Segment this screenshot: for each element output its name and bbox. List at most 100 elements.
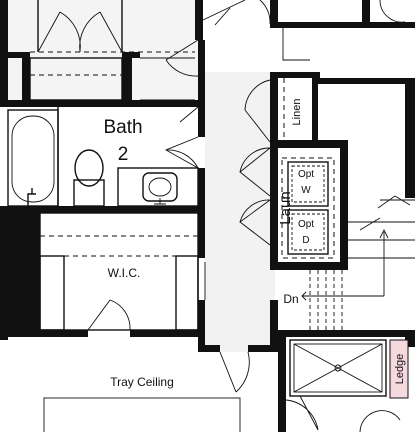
shower-drain-icon (334, 364, 342, 372)
top-right-door-swing (379, 0, 406, 23)
label-opt-d-top: Opt (298, 219, 314, 230)
wall-left-lower (0, 210, 40, 330)
toilet-tank (73, 179, 105, 207)
dryer-inner (291, 213, 325, 251)
laundry-appliance-zone (281, 157, 335, 259)
wall-top-right (278, 22, 415, 28)
wall-top-right-post (362, 0, 370, 28)
wall-hall-left-upper (198, 40, 205, 100)
stair-down-arrow-icon (301, 291, 307, 301)
closet-door-swing-left (37, 11, 81, 53)
room-label-laundry: Laun (277, 191, 294, 224)
wall-hall-left-c (198, 300, 205, 350)
shower: Ledge (285, 339, 409, 432)
wall-shower-left (278, 337, 286, 432)
wic-shelf-right (175, 255, 199, 331)
hall-door-bottom (219, 351, 250, 393)
wall-closet-right-cap (132, 52, 140, 58)
wall-hall-right-lower (270, 300, 278, 352)
label-opt-d-bottom: D (302, 235, 309, 246)
wall-linen-top (278, 72, 320, 78)
hall-door-top (165, 39, 199, 77)
wall-laundry-bottom (270, 262, 348, 270)
wall-shower-right-cap (405, 337, 415, 347)
closet-door-swing-right (79, 11, 123, 53)
shower-pan (293, 343, 383, 393)
bedroom-tray-ceiling: Tray Ceiling (43, 375, 241, 432)
wall-bath-bottom (0, 206, 205, 213)
linen-closet: Linen (283, 78, 303, 140)
stairs: Dn (283, 195, 415, 330)
room-label-bath-number: 2 (118, 144, 129, 165)
closet-floor (8, 0, 203, 100)
hallway-floor (205, 72, 275, 352)
label-stair-down: Dn (283, 292, 298, 306)
top-right-partials (282, 0, 406, 61)
bath-2: Bath 2 (7, 106, 199, 207)
ledge-area (389, 339, 409, 399)
wall-left-upper (0, 0, 8, 105)
wall-top-center (195, 0, 203, 40)
wall-hall-bottom-right (248, 345, 278, 352)
closet-side-lines (140, 57, 195, 101)
wall-closet-left-post (22, 58, 30, 100)
wall-hall-left-a (198, 107, 205, 137)
label-opt-w-top: Opt (298, 169, 314, 180)
toilet-bowl-icon (74, 149, 104, 187)
hall-doors (204, 79, 271, 393)
room-label-wic: W.I.C. (108, 266, 141, 280)
sink-faucet-icon (154, 198, 166, 205)
wall-right-edge (405, 78, 415, 198)
wall-bath-top (0, 100, 205, 107)
closet-shelf-area (29, 57, 123, 101)
wall-right-top (318, 78, 415, 84)
bathtub-basin (11, 115, 55, 203)
wall-hall-left-b (198, 168, 205, 258)
wall-shower-top (278, 330, 415, 337)
wall-closet-right (122, 52, 132, 100)
label-tray-ceiling: Tray Ceiling (110, 375, 174, 389)
linen-door-swing (244, 79, 271, 143)
top-right-counter (282, 28, 310, 61)
stair-arrow-icon (379, 228, 389, 239)
shower-door-swing (285, 395, 319, 431)
washer-box (287, 161, 329, 207)
label-opt-w-bottom: W (301, 185, 311, 196)
laundry-door-swing-lower (239, 199, 271, 246)
wic-door-swing (87, 299, 131, 331)
laundry-door-swing-upper (239, 147, 271, 197)
sink-basin (148, 177, 172, 197)
washer-inner (291, 165, 325, 203)
dryer-box (287, 209, 329, 255)
stair-lower-lines (309, 270, 343, 330)
top-door-leaf (214, 7, 231, 26)
bath-door-swing (164, 136, 199, 169)
stair-treads (348, 199, 415, 259)
wall-wic-bottom-right (130, 330, 205, 337)
vanity-counter (117, 167, 199, 207)
wall-closet-left (8, 52, 30, 58)
room-label-linen: Linen (291, 99, 303, 126)
wall-laundry-left (270, 148, 278, 268)
wall-linen-right (312, 78, 318, 140)
top-closet (29, 0, 271, 101)
wall-hall-right-top (270, 0, 278, 28)
wall-wic-bottom-left (0, 330, 88, 337)
wall-hall-right-upper (270, 72, 278, 142)
wall-hall-bottom (198, 345, 220, 352)
walk-in-closet: W.I.C. (39, 212, 199, 331)
laundry: Laun Opt W Opt D (277, 157, 335, 259)
bath-door-leaf (179, 106, 199, 123)
top-door-swing (202, 0, 271, 25)
shower-drain-cross (293, 343, 383, 393)
wall-laundry-top (270, 140, 348, 148)
wic-shelf-left (39, 255, 65, 331)
label-ledge: Ledge (394, 354, 406, 385)
shower-stall (289, 339, 387, 397)
room-label-bath: Bath (103, 117, 142, 138)
tray-ceiling-outline (43, 397, 241, 432)
tub-faucet-icon (27, 188, 36, 206)
fixture-partial (359, 410, 401, 432)
stair-break-line (359, 195, 411, 231)
